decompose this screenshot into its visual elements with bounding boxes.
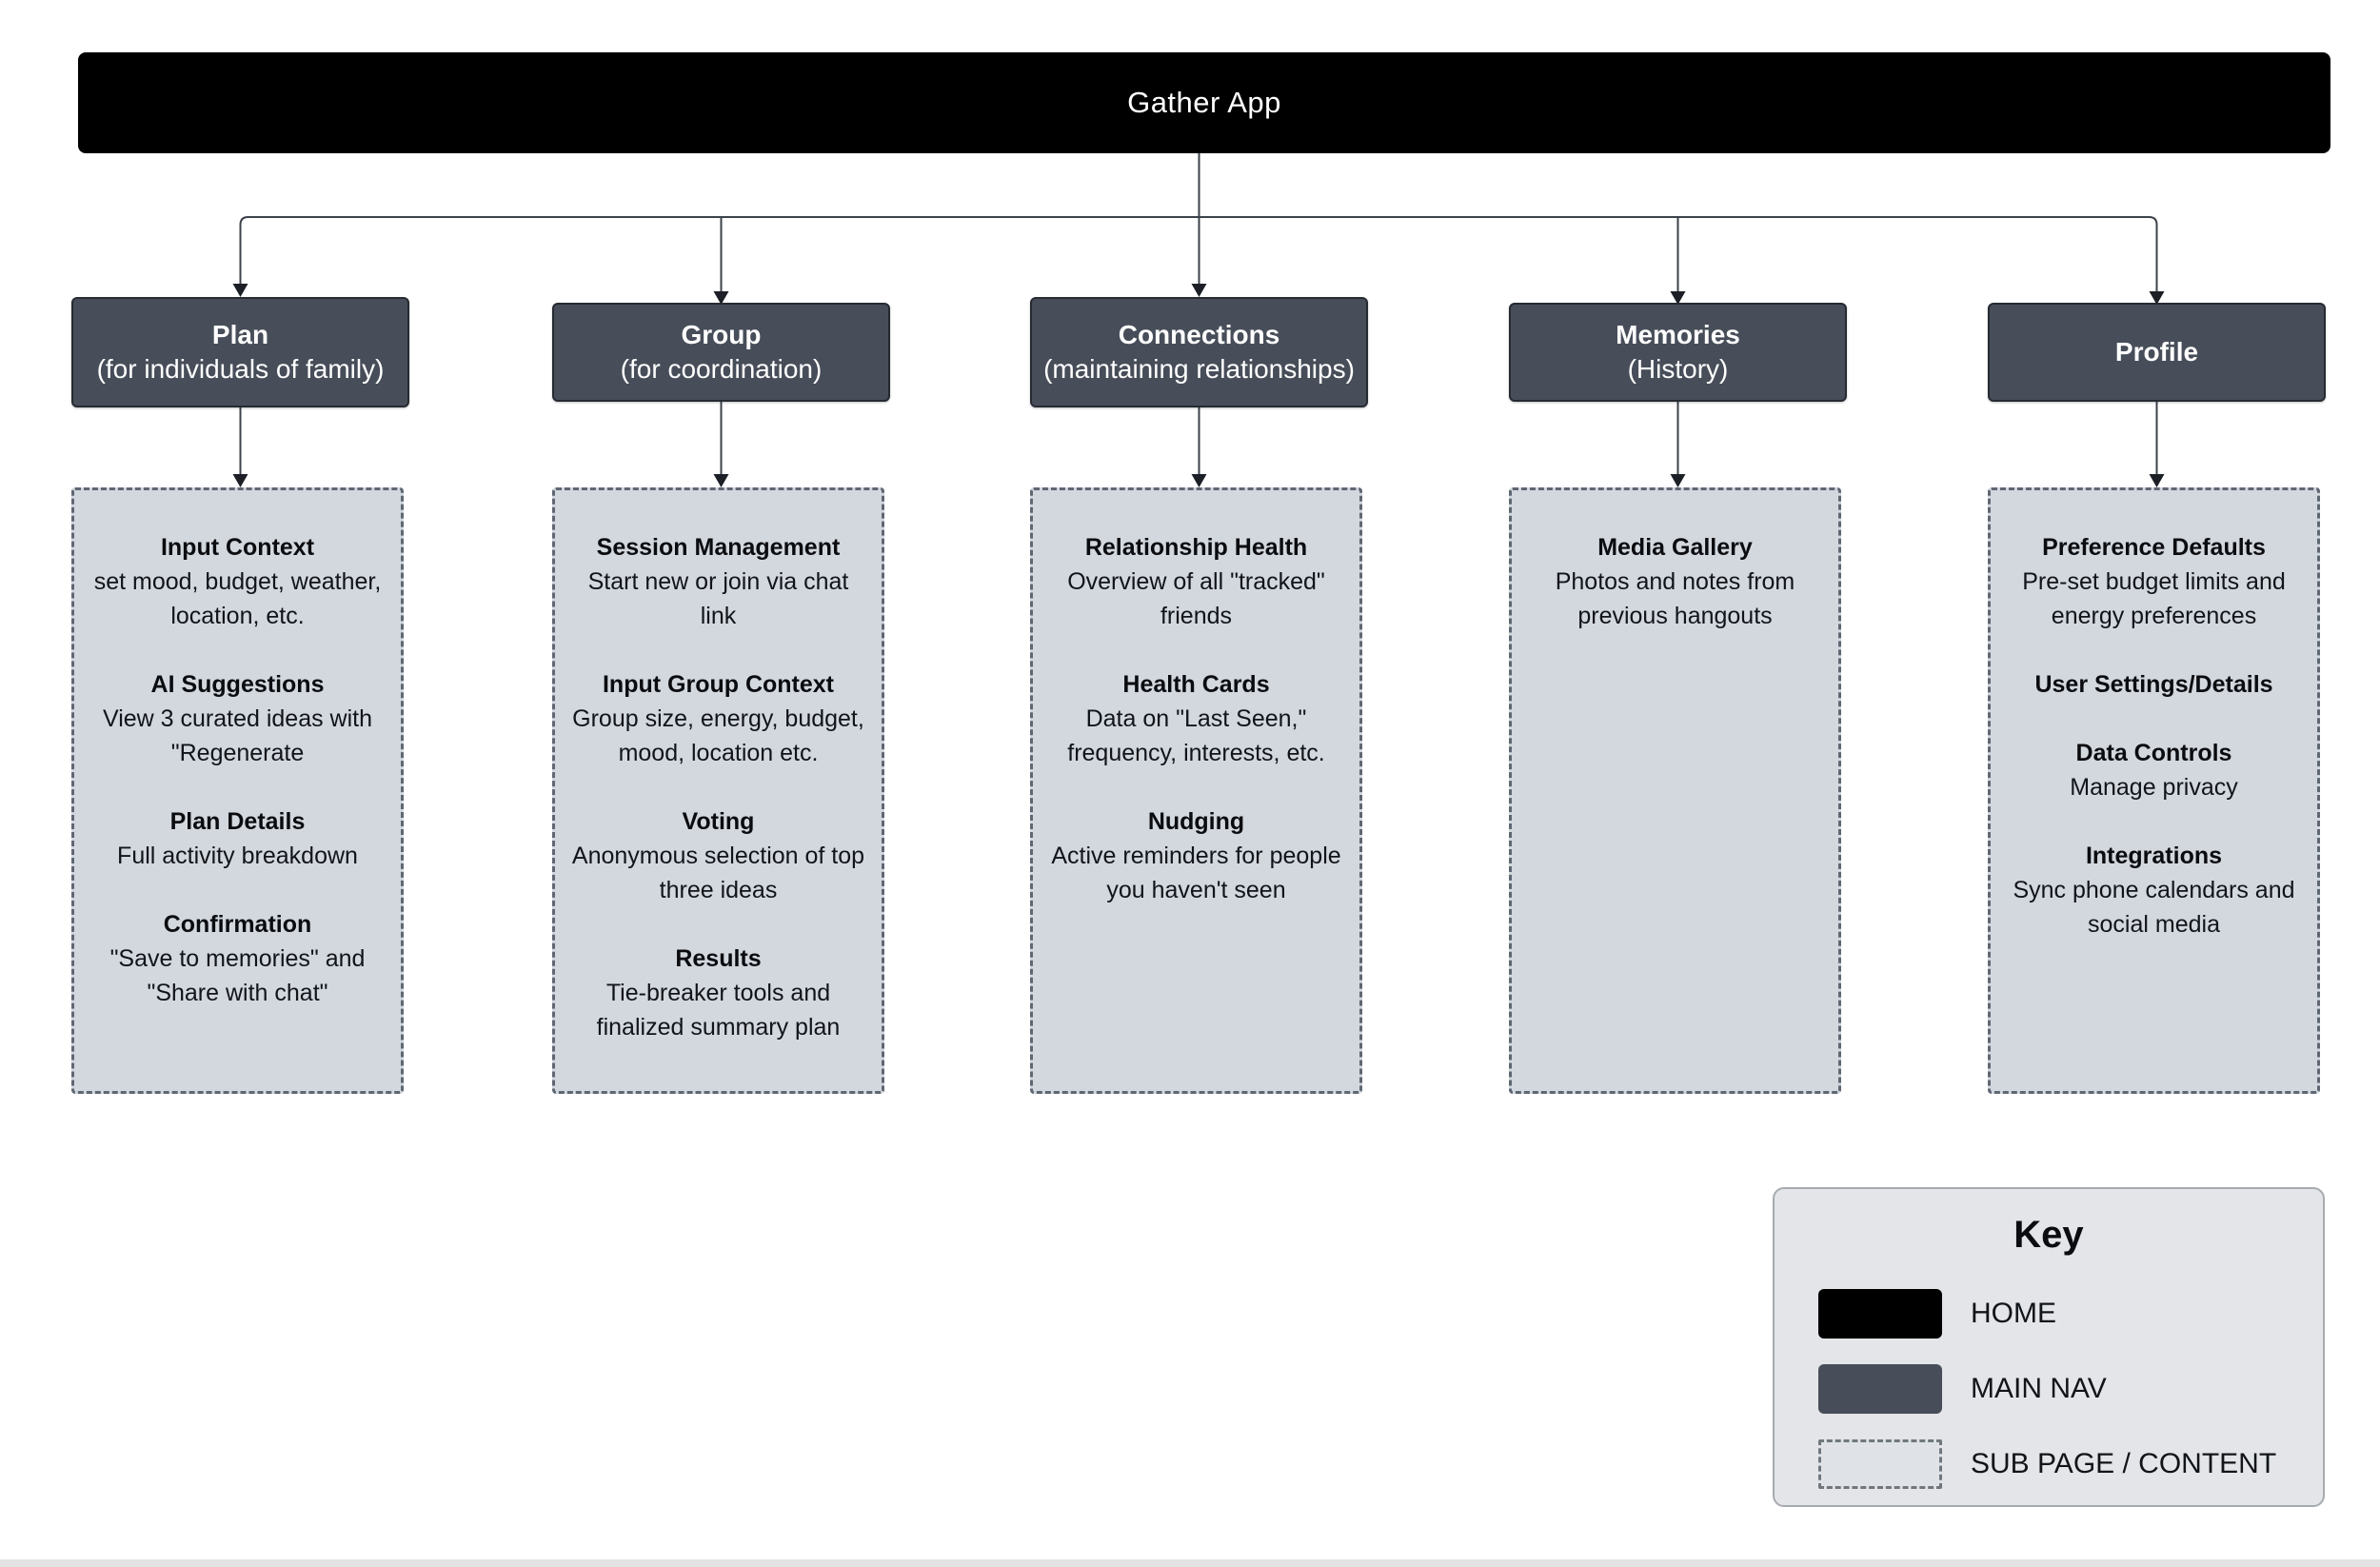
main-nav-swatch [1818,1364,1942,1414]
sub-section: Session Management Start new or join via… [587,534,849,629]
legend-row-main-nav: MAIN NAV [1818,1364,2323,1414]
nav-node-connections: Connections (maintaining relationships) [1030,297,1368,407]
nav-subtitle: (for coordination) [620,354,823,384]
nav-title: Plan [211,320,269,349]
sub-section: Voting Anonymous selection of top three … [571,808,865,903]
sub-section: Input Context set mood, budget, weather,… [93,534,382,629]
sub-section: Confirmation "Save to memories" and "Sha… [109,911,366,1006]
sub-section: Input Group Context Group size, energy, … [572,671,864,766]
sub-section: Plan Details Full activity breakdown [117,808,358,869]
sub-page-plan: Input Context set mood, budget, weather,… [71,487,404,1094]
nav-subtitle: (History) [1627,354,1729,384]
nav-node-plan: Plan (for individuals of family) [71,297,409,407]
sub-section: Results Tie-breaker tools and finalized … [596,945,841,1041]
nav-title: Memories [1616,320,1740,349]
sub-section: Preference Defaults Pre-set budget limit… [2022,534,2286,629]
sub-section: Integrations Sync phone calendars and so… [2013,843,2295,938]
nav-title: Profile [2114,337,2199,367]
home-node: Gather App [78,52,2330,153]
home-swatch [1818,1289,1942,1339]
legend-row-home: HOME [1818,1289,2323,1339]
sub-page-profile: Preference Defaults Pre-set budget limit… [1988,487,2320,1094]
legend-title: Key [2013,1214,2084,1256]
sub-section: Data Controls Manage privacy [2070,740,2238,801]
legend-panel: Key HOME MAIN NAV SUB PAGE / CONTENT [1773,1187,2325,1507]
bottom-edge-strip [0,1559,2380,1567]
sub-page-swatch [1818,1439,1942,1489]
sub-page-memories: Media Gallery Photos and notes from prev… [1509,487,1841,1094]
nav-node-memories: Memories (History) [1509,303,1847,402]
nav-subtitle: (maintaining relationships) [1043,354,1355,384]
nav-node-group: Group (for coordination) [552,303,890,402]
legend-row-sub-page: SUB PAGE / CONTENT [1818,1439,2323,1489]
nav-node-profile: Profile [1988,303,2326,402]
sub-section: Relationship Health Overview of all "tra… [1067,534,1325,629]
sub-page-group: Session Management Start new or join via… [552,487,884,1094]
sub-page-connections: Relationship Health Overview of all "tra… [1030,487,1362,1094]
nav-title: Connections [1118,320,1280,349]
sub-section: Media Gallery Photos and notes from prev… [1555,534,1795,629]
arrowheads [232,284,2165,487]
sub-section: Health Cards Data on "Last Seen," freque… [1067,671,1325,766]
sub-section: Nudging Active reminders for people you … [1051,808,1341,903]
nav-title: Group [681,320,762,349]
sub-section: AI Suggestions View 3 curated ideas with… [102,671,373,766]
sub-section: User Settings/Details [2034,671,2273,698]
app-title: Gather App [1127,86,1281,119]
nav-subtitle: (for individuals of family) [96,354,385,384]
